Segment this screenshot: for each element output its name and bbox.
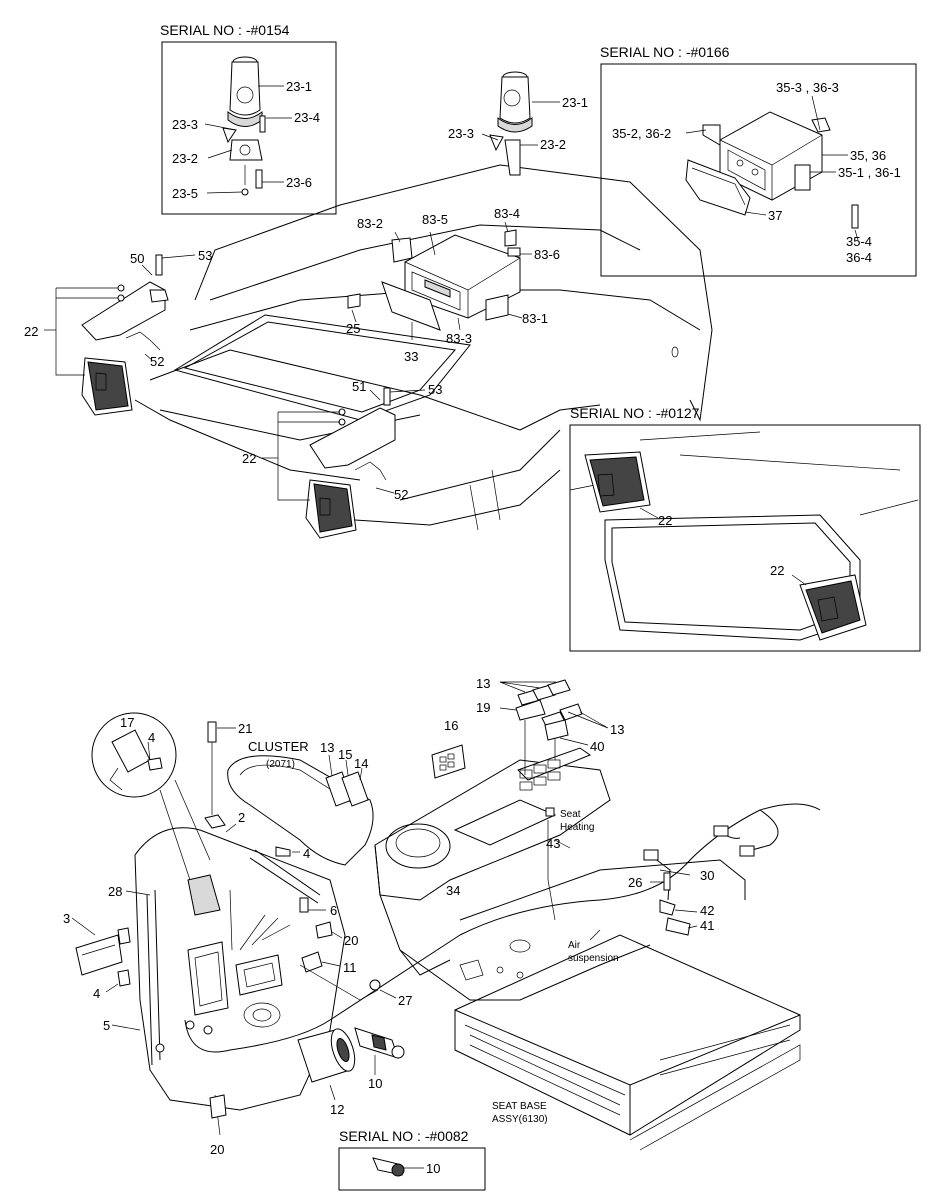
inset-title: SERIAL NO : -#0166 — [600, 44, 730, 60]
callout-41: 41 — [700, 918, 714, 933]
callout-40: 40 — [590, 739, 604, 754]
inset-serial-0082: SERIAL NO : -#0082 10 — [338, 1128, 486, 1191]
callout-28: 28 — [108, 884, 122, 899]
callout-17: 17 — [120, 715, 134, 730]
callout-33: 33 — [404, 349, 418, 364]
callout-43: 43 — [546, 836, 560, 851]
roof-radio-assembly: 83-2 83-5 83-4 83-6 83-1 83-3 25 33 — [346, 206, 560, 364]
note-cluster: CLUSTER — [248, 739, 309, 754]
switch-panel-16: 16 — [431, 718, 466, 779]
radio-cover — [685, 159, 751, 216]
inset-title: SERIAL NO : -#0127 — [570, 405, 700, 421]
callout-27: 27 — [398, 993, 412, 1008]
beacon-lamp-dome — [229, 61, 261, 116]
callout-35-2: 35-2, 36-2 — [612, 126, 671, 141]
callout-15: 15 — [338, 747, 352, 762]
callout-10: 10 — [368, 1076, 382, 1091]
callout-83-1: 83-1 — [522, 311, 548, 326]
callout-35-3: 35-3 , 36-3 — [776, 80, 839, 95]
callout-37: 37 — [768, 208, 782, 223]
callout-14: 14 — [354, 756, 368, 771]
callout-42: 42 — [700, 903, 714, 918]
rocker-switches: 13 19 13 40 — [476, 676, 624, 775]
bracket-and-fasteners: 21 2 4 6 20 11 27 28 — [108, 721, 412, 1008]
callout-16: 16 — [444, 718, 458, 733]
note-seat-base: ASSY(6130) — [492, 1114, 548, 1125]
instrument-cluster: CLUSTER (2071) 13 15 14 — [227, 739, 374, 866]
inset-serial-0154: SERIAL NO : -#0154 23-1 23-3 23-4 23-2 2… — [160, 22, 337, 215]
note-seat-heating: Heating — [560, 822, 594, 833]
callout-10: 10 — [426, 1161, 440, 1176]
callout-20: 20 — [344, 933, 358, 948]
callout-4: 4 — [93, 986, 100, 1001]
inset-serial-0166: SERIAL NO : -#0166 35-3 , 36-3 35-2, 36-… — [600, 44, 917, 277]
callout-12: 12 — [330, 1102, 344, 1117]
note-air-suspension: suspension — [568, 953, 619, 964]
callout-52: 52 — [394, 487, 408, 502]
callout-83-2: 83-2 — [357, 216, 383, 231]
callout-23-3-roof: 23-3 — [448, 126, 474, 141]
note-air-suspension: Air — [568, 940, 581, 951]
callout-22: 22 — [658, 513, 672, 528]
callout-23-6: 23-6 — [286, 175, 312, 190]
left-work-light: 53 50 22 52 — [24, 248, 212, 416]
callout-23-3: 23-3 — [172, 117, 198, 132]
callout-22: 22 — [770, 563, 784, 578]
side-console-panel: 17 4 — [91, 712, 346, 1111]
console-outline — [374, 747, 801, 1151]
callout-6: 6 — [330, 903, 337, 918]
callout-83-5: 83-5 — [422, 212, 448, 227]
callout-13: 13 — [320, 740, 334, 755]
callout-30: 30 — [700, 868, 714, 883]
note-seat-base: SEAT BASE — [492, 1101, 547, 1112]
callout-13: 13 — [610, 722, 624, 737]
note-seat-heating: Seat — [560, 809, 581, 820]
callout-23-2-roof: 23-2 — [540, 137, 566, 152]
inset-serial-0127: SERIAL NO : -#0127 22 22 — [569, 405, 921, 652]
inset-title: SERIAL NO : -#0082 — [339, 1128, 469, 1144]
callout-4: 4 — [303, 846, 310, 861]
callout-22: 22 — [242, 451, 256, 466]
callout-3: 3 — [63, 911, 70, 926]
callout-53: 53 — [428, 382, 442, 397]
callout-5: 5 — [103, 1018, 110, 1033]
callout-34: 34 — [446, 883, 460, 898]
callout-19: 19 — [476, 700, 490, 715]
callout-52: 52 — [150, 354, 164, 369]
callout-35-36: 35, 36 — [850, 148, 886, 163]
callout-26: 26 — [628, 875, 642, 890]
callout-23-4: 23-4 — [294, 110, 320, 125]
bracket-3: 3 4 5 — [63, 911, 141, 1033]
callout-83-6: 83-6 — [534, 247, 560, 262]
wiring-harness — [184, 803, 821, 1053]
callout-2: 2 — [238, 810, 245, 825]
callout-53: 53 — [198, 248, 212, 263]
callout-35-1: 35-1 , 36-1 — [838, 165, 901, 180]
seat-harness-parts: 43 30 26 42 41 34 Seat Heating Air suspe… — [446, 809, 714, 1125]
callout-35-4: 35-4 — [846, 234, 872, 249]
callout-23-2: 23-2 — [172, 151, 198, 166]
hour-meter-and-lighter: 12 10 20 — [209, 1027, 405, 1157]
callout-83-4: 83-4 — [494, 206, 520, 221]
callout-21: 21 — [238, 721, 252, 736]
callout-4: 4 — [148, 730, 155, 745]
callout-20: 20 — [210, 1142, 224, 1157]
center-work-light: 53 51 22 52 — [242, 379, 442, 539]
note-cluster-number: (2071) — [266, 759, 295, 770]
callout-22: 22 — [24, 324, 38, 339]
inset-title: SERIAL NO : -#0154 — [160, 22, 290, 38]
callout-11: 11 — [343, 960, 357, 975]
callout-36-4: 36-4 — [846, 250, 872, 265]
callout-23-1-roof: 23-1 — [562, 95, 588, 110]
callout-23-1: 23-1 — [286, 79, 312, 94]
callout-23-5: 23-5 — [172, 186, 198, 201]
callout-13: 13 — [476, 676, 490, 691]
roof-beacon: 23-1 23-3 23-2 — [448, 71, 588, 176]
callout-83-3: 83-3 — [446, 331, 472, 346]
callout-51: 51 — [352, 379, 366, 394]
callout-25: 25 — [346, 321, 360, 336]
callout-50: 50 — [130, 251, 144, 266]
